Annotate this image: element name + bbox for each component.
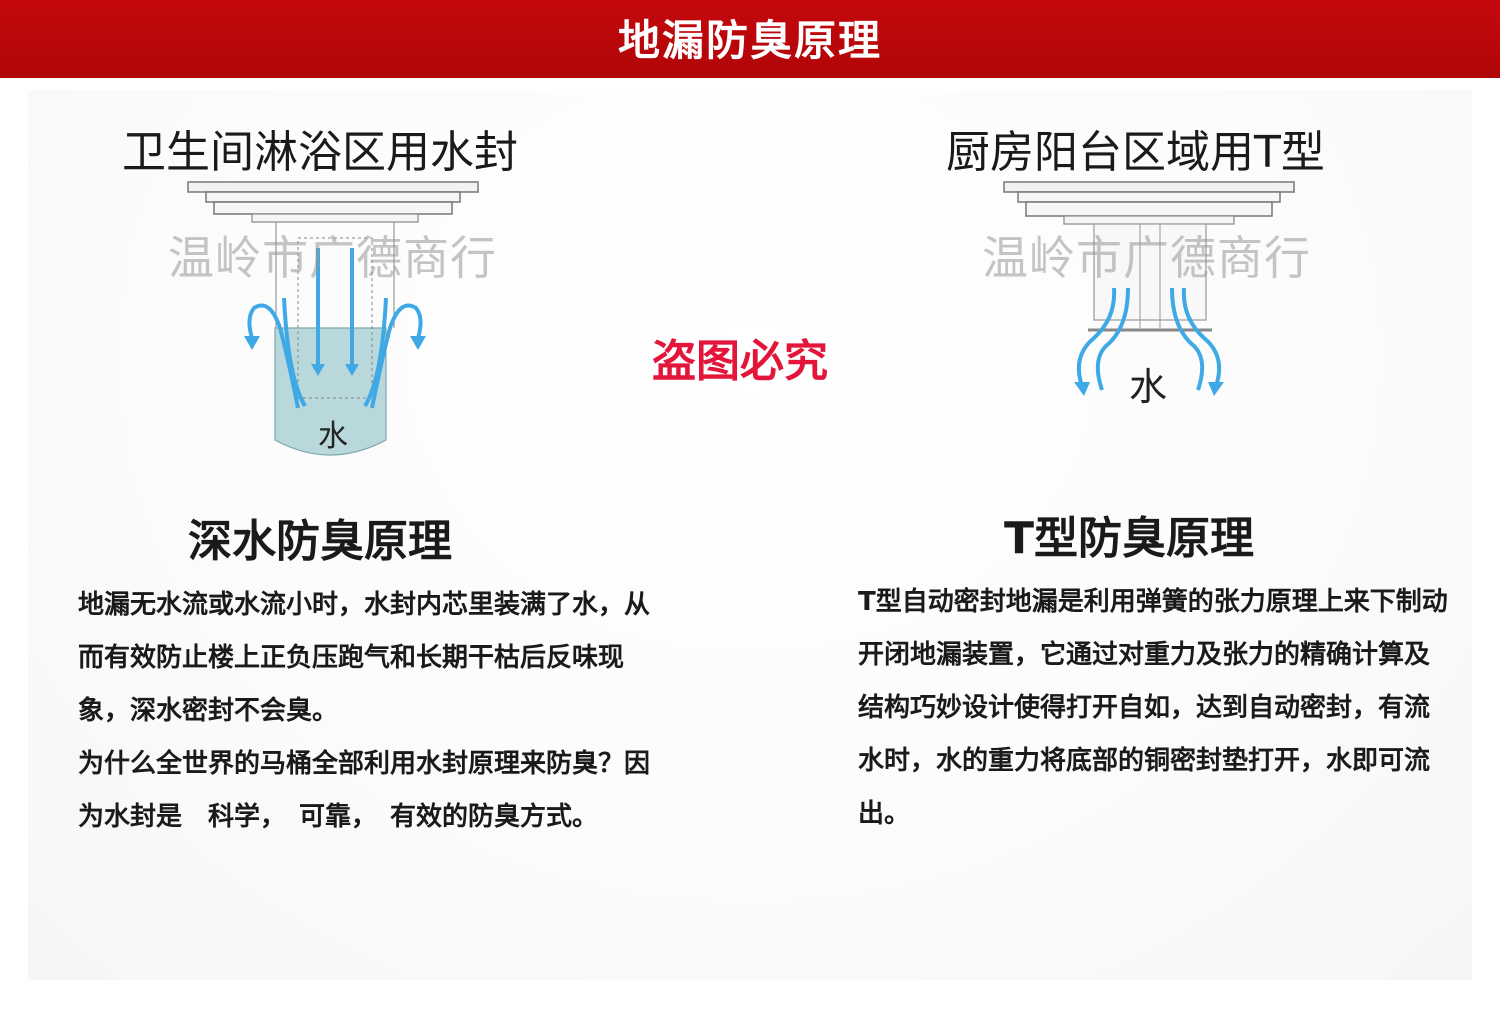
warning-label: 盗图必究 — [652, 336, 828, 387]
right-water-label: 水 — [1129, 365, 1167, 409]
watermark-left: 温岭市广德商行 — [168, 231, 497, 285]
t-type-diagram: 水 — [1003, 181, 1295, 409]
page-title: 地漏防臭原理 — [617, 15, 882, 65]
left-subtitle: 深水防臭原理 — [188, 516, 452, 567]
left-body: 地漏无水流或水流小时，水封内芯里装满了水，从而有效防止楼上正负压跑气和长期干枯后… — [78, 579, 668, 844]
content-background — [28, 90, 1472, 980]
header-banner: 地漏防臭原理 — [0, 0, 1500, 78]
left-paragraph-2: 为什么全世界的马桶全部利用水封原理来防臭？因为水封是 科学， 可靠， 有效的防臭… — [78, 749, 651, 832]
right-subtitle: T型防臭原理 — [1004, 513, 1255, 564]
right-heading: 厨房阳台区域用T型 — [946, 127, 1325, 178]
right-paragraph-1: T型自动密封地漏是利用弹簧的张力原理上来下制动开闭地漏装置，它通过对重力及张力的… — [858, 587, 1448, 829]
left-water-label: 水 — [318, 419, 348, 454]
right-body: T型自动密封地漏是利用弹簧的张力原理上来下制动开闭地漏装置，它通过对重力及张力的… — [858, 576, 1448, 841]
watermark-right: 温岭市广德商行 — [982, 231, 1311, 285]
left-heading: 卫生间淋浴区用水封 — [122, 127, 518, 178]
left-paragraph-1: 地漏无水流或水流小时，水封内芯里装满了水，从而有效防止楼上正负压跑气和长期干枯后… — [78, 590, 651, 726]
water-seal-diagram: 水 — [187, 181, 479, 456]
